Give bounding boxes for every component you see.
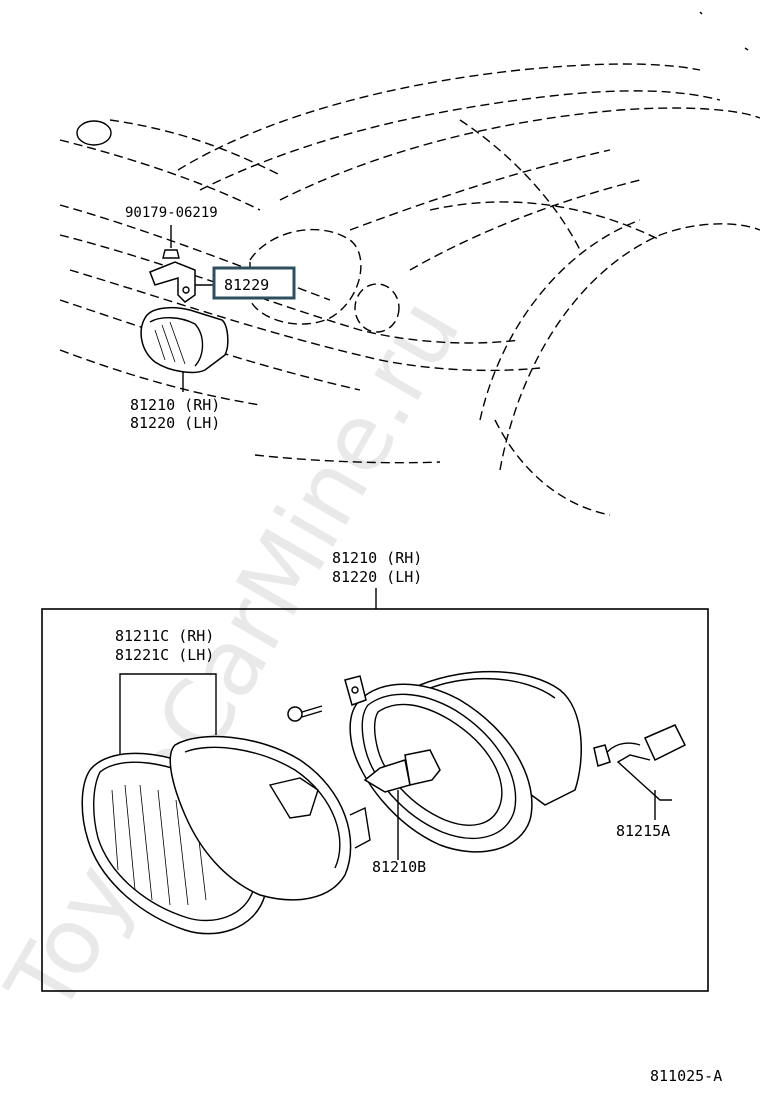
diagram-code: 811025-A bbox=[650, 1067, 722, 1085]
reflector bbox=[169, 735, 371, 901]
car-body-outline bbox=[59, 11, 760, 516]
label-bulb: 81210B bbox=[372, 858, 426, 876]
label-bracket[interactable]: 81229 bbox=[224, 276, 269, 294]
label-lens-rh: 81211C (RH) bbox=[115, 627, 214, 645]
socket-wire bbox=[593, 724, 687, 820]
lens-leader bbox=[119, 673, 217, 760]
assembly-frame bbox=[41, 608, 709, 992]
housing bbox=[344, 670, 582, 853]
top-lamp-assembly bbox=[140, 225, 229, 392]
label-screw: 90179-06219 bbox=[125, 205, 218, 221]
label-lamp-top-rh: 81210 (RH) bbox=[130, 396, 220, 414]
label-socket: 81215A bbox=[616, 822, 670, 840]
label-assembly-rh: 81210 (RH) bbox=[332, 549, 422, 567]
highlight-box-bracket[interactable] bbox=[212, 266, 296, 300]
bulb bbox=[363, 749, 441, 860]
label-lens-lh: 81221C (LH) bbox=[115, 646, 214, 664]
label-lamp-top-lh: 81220 (LH) bbox=[130, 414, 220, 432]
screw bbox=[287, 705, 323, 722]
label-assembly-lh: 81220 (LH) bbox=[332, 568, 422, 586]
